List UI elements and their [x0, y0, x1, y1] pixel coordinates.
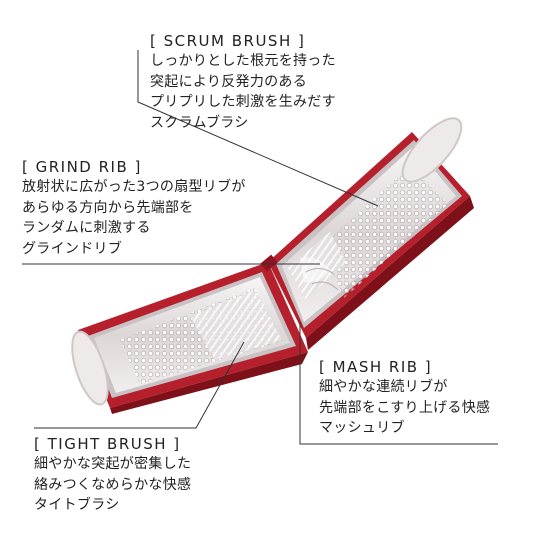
- callout-title: [ MASH RIB ]: [319, 358, 433, 376]
- callout-line: 細やかな連続リブが: [319, 379, 448, 395]
- callout-scrum-brush: [ SCRUM BRUSH ] しっかりとした根元を持った 突起により反発力のあ…: [150, 31, 336, 133]
- callout-line: 放射状に広がった3つの扇型リブが: [22, 179, 246, 195]
- callout-line: グラインドリブ: [22, 240, 123, 257]
- sleeve-end-cap-right: [401, 117, 463, 183]
- case-upper-half: [268, 117, 474, 350]
- callout-tight-brush: [ TIGHT BRUSH ] 細やかな突起が密集した 絡みつくなめらかな快感 …: [34, 434, 191, 516]
- callout-line: あらゆる方向から先端部を: [22, 199, 194, 216]
- leader-tight: [34, 341, 245, 429]
- callout-line: タイトブラシ: [34, 497, 120, 513]
- case-lower-half: [71, 262, 308, 414]
- callout-title: [ TIGHT BRUSH ]: [34, 435, 181, 453]
- callout-line: スクラムブラシ: [150, 114, 249, 131]
- callout-line: 細やかな突起が密集した: [34, 456, 192, 472]
- callout-title: [ GRIND RIB ]: [22, 158, 142, 176]
- callout-grind-rib: [ GRIND RIB ] 放射状に広がった3つの扇型リブが あらゆる方向から先…: [22, 157, 246, 259]
- leader-mash: [299, 322, 498, 445]
- sleeve-end-cap-left: [71, 330, 109, 406]
- scrum-brush-texture: [322, 166, 448, 298]
- callout-line: マッシュリブ: [319, 420, 405, 436]
- callout-line: ランダムに刺激する: [22, 220, 151, 236]
- leader-scrum: [137, 50, 379, 207]
- mash-rib-texture: [190, 290, 282, 360]
- callout-mash-rib: [ MASH RIB ] 細やかな連続リブが 先端部をこすり上げる快感 マッシュ…: [319, 357, 490, 439]
- hinge: [260, 254, 278, 272]
- callout-title: [ SCRUM BRUSH ]: [150, 32, 306, 50]
- callout-line: 先端部をこすり上げる快感: [319, 399, 491, 416]
- leader-lines: [22, 50, 498, 445]
- grind-rib-texture: [288, 232, 346, 300]
- callout-line: 突起により反発力のある: [150, 73, 308, 90]
- callout-line: 絡みつくなめらかな快感: [34, 476, 192, 493]
- callout-line: プリプリした刺激を生みだす: [150, 94, 336, 110]
- callout-line: しっかりとした根元を持った: [150, 53, 336, 69]
